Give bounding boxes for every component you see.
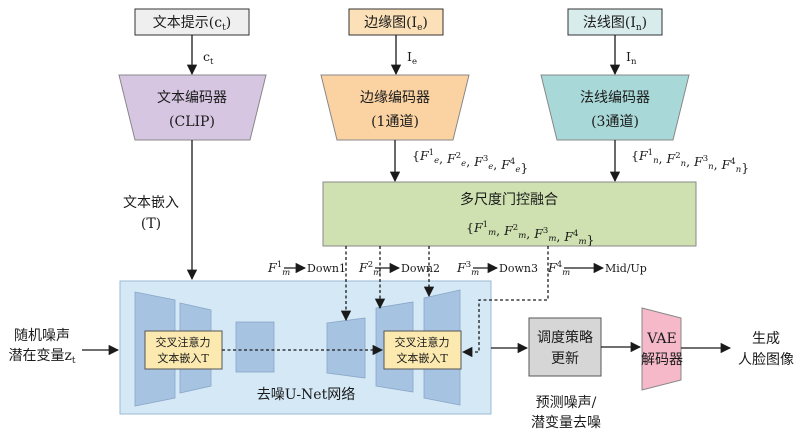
svg-text:交叉注意力: 交叉注意力 [395, 335, 450, 349]
text-encoder: 文本编码器 (CLIP) [118, 74, 267, 141]
unet-bottleneck-block [235, 321, 275, 373]
svg-text:更新: 更新 [551, 351, 579, 367]
edge-feature-set: {F1e, F2e, F3e, F4e} [412, 148, 528, 175]
svg-text:法线图(In): 法线图(In) [583, 15, 647, 33]
svg-text:交叉注意力: 交叉注意力 [156, 335, 211, 349]
cross-attention-left: 交叉注意力 文本嵌入T [144, 330, 223, 370]
scheduler-caption-2: 潜变量去噪 [531, 415, 601, 431]
vae-decoder: VAE 解码器 [641, 307, 683, 391]
feature-set-text: {F1e, F2e, F3e, F4e} [412, 148, 528, 175]
text-embedding-label: 文本嵌入 [123, 195, 179, 211]
in-label: In [626, 49, 637, 67]
edge-map-box: 边缘图(Ie) [348, 8, 444, 36]
normal-encoder-subtitle: (3通道) [591, 114, 639, 130]
svg-text:VAE: VAE [646, 331, 677, 347]
unet-up-block-1 [326, 317, 366, 379]
output-label-1: 生成 [752, 331, 780, 347]
ie-label: Ie [407, 49, 417, 67]
injection-stage-label: Down1 [307, 262, 346, 275]
scheduler-caption-1: 预测噪声/ [536, 395, 597, 411]
injection-stage-label: Mid/Up [605, 262, 647, 275]
svg-text:文本嵌入T: 文本嵌入T [157, 351, 209, 365]
scheduler-box: 调度策略 更新 [528, 317, 602, 377]
normal-map-box: 法线图(In) [567, 8, 663, 36]
svg-text:文本嵌入T: 文本嵌入T [396, 351, 448, 365]
unet-label: 去噪U-Net网络 [257, 387, 355, 403]
fused-feature-set: {F1m, F2m, F3m, F4m} [466, 220, 594, 247]
svg-text:调度策略: 调度策略 [537, 329, 593, 346]
injection-dotted-line [461, 246, 549, 358]
injection-stage-label: Down2 [401, 262, 440, 275]
injection-stage-label: Down3 [499, 262, 538, 275]
injection-feature-label: F2m [358, 260, 381, 278]
injection-feature-label: F4m [547, 260, 570, 278]
svg-text:解码器: 解码器 [641, 352, 683, 368]
feature-set-text: {F1n, F2n, F3n, F4n} [631, 148, 749, 175]
svg-text:边缘图(Ie): 边缘图(Ie) [364, 15, 428, 33]
normal-encoder-title: 法线编码器 [580, 90, 650, 106]
normal-map-label: 法线图(I [583, 15, 636, 31]
fusion-title: 多尺度门控融合 [460, 191, 558, 208]
ct-label: ct [203, 49, 214, 67]
feature-injections: F1m Down1 F2m Down2 F3m Down3 F4m Mid/Up [267, 246, 647, 358]
edge-encoder-title: 边缘编码器 [360, 90, 430, 106]
svg-text:文本提示(ct): 文本提示(ct) [153, 15, 231, 33]
feature-set-text: {F1m, F2m, F3m, F4m} [466, 220, 594, 247]
text-encoder-title: 文本编码器 [157, 90, 227, 106]
text-prompt-box: 文本提示(ct) [134, 8, 250, 36]
edge-encoder-subtitle: (1通道) [371, 114, 419, 130]
cross-attention-right: 交叉注意力 文本嵌入T [383, 330, 462, 370]
normal-encoder: 法线编码器 (3通道) [540, 74, 690, 141]
latent-variable-label: 潜在变量zt [8, 348, 75, 366]
gated-fusion-box: 多尺度门控融合 {F1m, F2m, F3m, F4m} [322, 181, 697, 247]
text-encoder-subtitle: (CLIP) [169, 114, 215, 130]
injection-feature-label: F3m [456, 260, 479, 278]
unet-container: 交叉注意力 文本嵌入T 交叉注意力 文本嵌入T 去噪U-Net网络 [119, 280, 492, 415]
noise-input-label: 随机噪声 [14, 328, 70, 344]
output-label-2: 人脸图像 [738, 352, 794, 368]
edge-encoder: 边缘编码器 (1通道) [320, 74, 470, 141]
normal-feature-set: {F1n, F2n, F3n, F4n} [631, 148, 749, 175]
injection-feature-label: F1m [267, 260, 290, 278]
text-embedding-symbol: (T) [141, 216, 161, 232]
edge-map-label: 边缘图(I [364, 15, 417, 31]
text-prompt-label: 文本提示(c [153, 15, 222, 31]
